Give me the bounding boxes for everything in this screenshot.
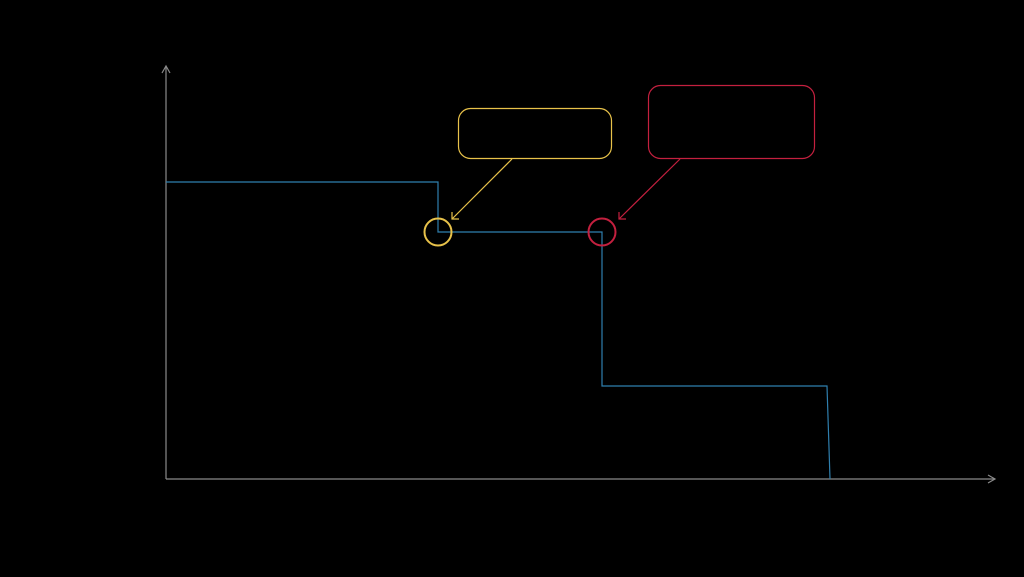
y-axis-arrowhead <box>161 64 171 74</box>
first-drop-callout-box <box>457 107 613 160</box>
second-drop-marker <box>587 217 617 247</box>
first-drop-callout-pointer <box>451 158 513 220</box>
first-drop-marker <box>423 217 453 247</box>
step-line <box>166 181 831 480</box>
second-drop-callout-arrowhead <box>618 212 626 220</box>
first-drop-callout-arrowhead <box>451 212 459 220</box>
second-drop-callout-pointer <box>618 158 681 220</box>
x-axis-arrowhead <box>987 474 997 484</box>
second-drop-callout-box <box>647 84 816 160</box>
